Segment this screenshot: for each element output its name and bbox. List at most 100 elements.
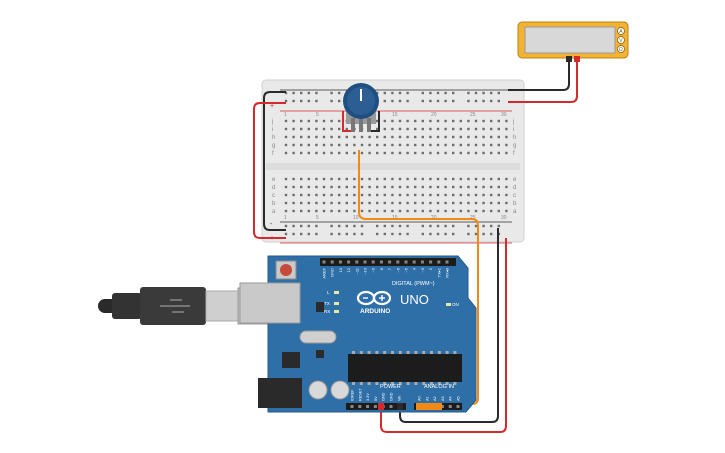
breadboard-hole[interactable]	[307, 185, 310, 189]
breadboard-hole[interactable]	[429, 143, 432, 147]
breadboard-hole[interactable]	[322, 201, 326, 205]
breadboard-hole[interactable]	[322, 119, 326, 123]
breadboard-hole[interactable]	[452, 201, 455, 205]
breadboard-hole[interactable]	[376, 209, 379, 213]
breadboard-hole[interactable]	[444, 209, 447, 213]
breadboard-hole[interactable]	[368, 143, 371, 147]
header-pin[interactable]	[404, 260, 408, 264]
breadboard-hole[interactable]	[330, 177, 333, 181]
breadboard-hole[interactable]	[429, 135, 432, 139]
breadboard-hole[interactable]	[383, 232, 386, 236]
breadboard-hole[interactable]	[345, 209, 348, 213]
breadboard-hole[interactable]	[429, 99, 432, 103]
breadboard-hole[interactable]	[398, 119, 402, 123]
breadboard-hole[interactable]	[459, 185, 462, 189]
breadboard-hole[interactable]	[345, 185, 348, 189]
header-pin[interactable]	[322, 260, 326, 264]
breadboard-hole[interactable]	[421, 201, 424, 205]
breadboard-hole[interactable]	[383, 135, 386, 139]
breadboard-hole[interactable]	[429, 119, 432, 123]
breadboard-hole[interactable]	[459, 193, 462, 197]
breadboard-hole[interactable]	[398, 201, 402, 205]
breadboard-hole[interactable]	[391, 151, 394, 155]
breadboard-hole[interactable]	[490, 232, 493, 236]
breadboard-hole[interactable]	[474, 232, 478, 236]
breadboard-hole[interactable]	[482, 177, 485, 181]
breadboard-hole[interactable]	[505, 201, 508, 205]
breadboard-hole[interactable]	[436, 193, 440, 197]
breadboard-hole[interactable]	[505, 151, 508, 155]
breadboard-hole[interactable]	[490, 119, 493, 123]
breadboard-hole[interactable]	[482, 209, 485, 213]
breadboard-hole[interactable]	[414, 151, 417, 155]
wire-signal-orange[interactable]	[358, 150, 479, 405]
meter-probe-black[interactable]	[566, 56, 572, 62]
breadboard-hole[interactable]	[444, 143, 447, 147]
breadboard-hole[interactable]	[452, 224, 455, 228]
breadboard-hole[interactable]	[391, 143, 394, 147]
breadboard-hole[interactable]	[421, 127, 424, 131]
breadboard-hole[interactable]	[300, 127, 303, 131]
breadboard-hole[interactable]	[497, 209, 500, 213]
breadboard-hole[interactable]	[307, 177, 310, 181]
breadboard-hole[interactable]	[284, 99, 288, 103]
breadboard-hole[interactable]	[505, 135, 508, 139]
breadboard-hole[interactable]	[330, 119, 333, 123]
breadboard-hole[interactable]	[436, 151, 440, 155]
breadboard-hole[interactable]	[406, 127, 409, 131]
breadboard-hole[interactable]	[338, 135, 341, 139]
breadboard-hole[interactable]	[322, 177, 326, 181]
breadboard-hole[interactable]	[391, 99, 394, 103]
breadboard-hole[interactable]	[505, 119, 508, 123]
breadboard-hole[interactable]	[505, 127, 508, 131]
breadboard-hole[interactable]	[436, 224, 440, 228]
breadboard-hole[interactable]	[391, 193, 394, 197]
breadboard-hole[interactable]	[376, 135, 379, 139]
mode-button-volts[interactable]	[617, 36, 625, 44]
breadboard-hole[interactable]	[376, 127, 379, 131]
breadboard-hole[interactable]	[398, 99, 402, 103]
breadboard-hole[interactable]	[292, 185, 295, 189]
breadboard-hole[interactable]	[391, 135, 394, 139]
breadboard-hole[interactable]	[414, 185, 417, 189]
breadboard-hole[interactable]	[376, 91, 379, 95]
header-pin[interactable]	[350, 405, 354, 408]
breadboard-hole[interactable]	[300, 99, 303, 103]
breadboard-hole[interactable]	[429, 224, 432, 228]
breadboard-hole[interactable]	[376, 232, 379, 236]
breadboard-hole[interactable]	[284, 143, 288, 147]
breadboard-hole[interactable]	[307, 135, 310, 139]
breadboard-hole[interactable]	[497, 224, 500, 228]
breadboard-hole[interactable]	[497, 185, 500, 189]
breadboard-hole[interactable]	[429, 91, 432, 95]
breadboard-hole[interactable]	[497, 143, 500, 147]
breadboard-hole[interactable]	[406, 185, 409, 189]
breadboard-hole[interactable]	[490, 135, 493, 139]
breadboard-hole[interactable]	[414, 143, 417, 147]
breadboard-hole[interactable]	[391, 232, 394, 236]
wire-5v-red[interactable]	[380, 238, 507, 433]
breadboard-hole[interactable]	[444, 135, 447, 139]
breadboard-hole[interactable]	[436, 143, 440, 147]
breadboard-hole[interactable]	[292, 177, 295, 181]
breadboard-hole[interactable]	[330, 143, 333, 147]
breadboard-hole[interactable]	[300, 135, 303, 139]
breadboard-hole[interactable]	[482, 135, 485, 139]
breadboard-hole[interactable]	[391, 224, 394, 228]
breadboard-hole[interactable]	[307, 151, 310, 155]
breadboard-hole[interactable]	[414, 119, 417, 123]
breadboard-hole[interactable]	[482, 193, 485, 197]
breadboard-hole[interactable]	[467, 201, 470, 205]
header-pin[interactable]	[396, 260, 400, 264]
breadboard-hole[interactable]	[444, 99, 447, 103]
breadboard-hole[interactable]	[345, 127, 348, 131]
wires[interactable]	[253, 58, 578, 433]
breadboard-hole[interactable]	[300, 143, 303, 147]
breadboard-hole[interactable]	[406, 91, 409, 95]
breadboard-hole[interactable]	[421, 99, 424, 103]
breadboard-hole[interactable]	[360, 151, 364, 155]
multimeter[interactable]: A V Ω	[517, 21, 629, 62]
breadboard-hole[interactable]	[338, 127, 341, 131]
breadboard-hole[interactable]	[315, 177, 318, 181]
breadboard-hole[interactable]	[284, 209, 288, 213]
